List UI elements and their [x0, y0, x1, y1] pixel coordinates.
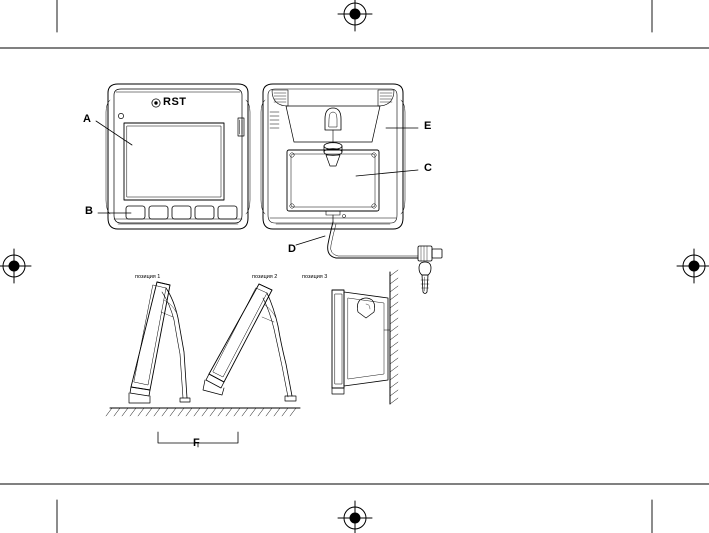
position-3-label: позиция 3: [302, 274, 328, 280]
callout-line-C: [355, 169, 419, 177]
wall-mount-hole: [323, 107, 343, 167]
battery-compartment: [286, 149, 380, 212]
registration-mark-right: [676, 248, 709, 284]
front-view: [95, 83, 251, 230]
callout-label-A: A: [83, 113, 91, 125]
cable-plug: [417, 245, 443, 262]
position-2-label: позиция 2: [252, 274, 278, 280]
stand-tab: [325, 210, 346, 223]
wall-section: [389, 269, 399, 405]
back-view: [260, 83, 419, 246]
registration-mark-top: [337, 0, 373, 32]
screw-and-anchor: [418, 261, 432, 294]
position-1-view: [128, 281, 191, 404]
callout-label-E: E: [424, 120, 432, 132]
page-rules: [29, 47, 680, 485]
sensor-cable: [327, 221, 443, 262]
brand-logo-mark: [151, 98, 161, 108]
callout-label-C: C: [424, 162, 432, 174]
callout-label-B: B: [85, 205, 93, 217]
position-3-view: [331, 289, 391, 395]
registration-mark-bottom: [337, 500, 373, 533]
position-2-view: [202, 283, 297, 402]
callout-line-A: [95, 120, 133, 146]
callout-line-D: [295, 235, 326, 246]
callout-label-D: D: [288, 243, 296, 255]
table-surface: [105, 407, 301, 448]
brand-logo-text: RST: [163, 96, 187, 108]
position-1-label: позиция 1: [135, 274, 161, 280]
front-buttons: [125, 205, 238, 220]
callout-label-F: F: [193, 437, 200, 449]
registration-mark-left: [0, 248, 32, 284]
